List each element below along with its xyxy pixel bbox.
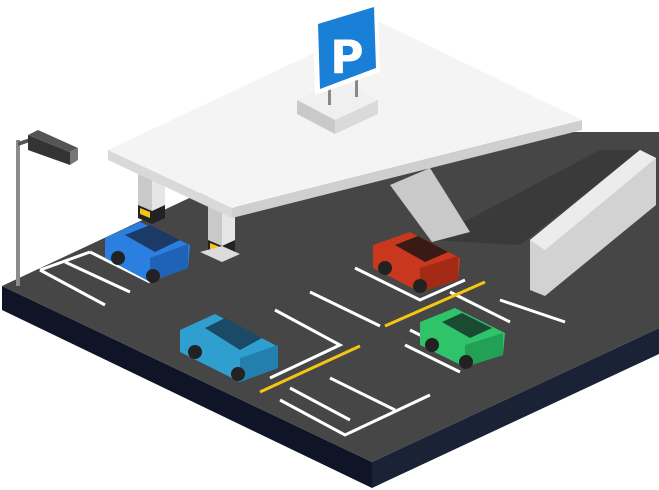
yellow-divider-lines	[259, 280, 486, 394]
blue-car	[105, 222, 190, 283]
teal-car	[180, 314, 278, 382]
security-camera	[16, 130, 78, 286]
parking-sign-icon	[318, 7, 376, 89]
sign-letter: P	[330, 30, 364, 84]
parking-sign: P	[297, 2, 380, 134]
red-car	[373, 232, 460, 293]
ramp	[390, 150, 656, 296]
green-car	[420, 308, 505, 369]
